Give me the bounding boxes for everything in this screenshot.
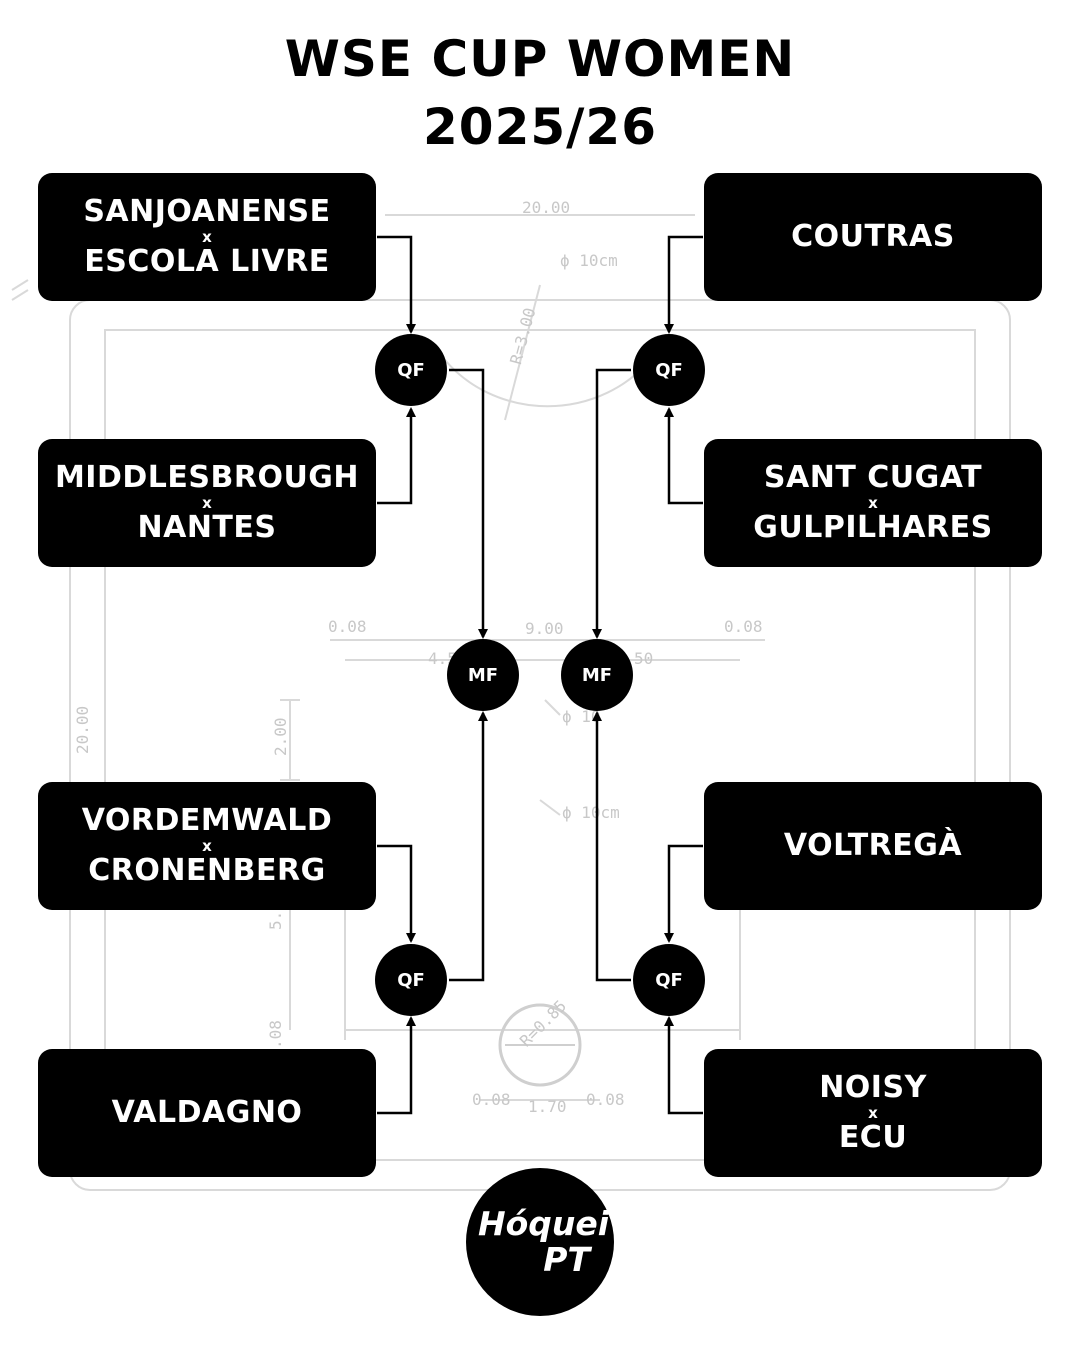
- rink-label: 50: [634, 649, 653, 668]
- semifinal-node-right: MF: [561, 639, 633, 711]
- match-box-sanjoanense-escola-livre: SANJOANENSE x ESCOLA LIVRE: [38, 173, 376, 301]
- rink-label: 0.08: [328, 617, 367, 636]
- team-name: GULPILHARES: [753, 510, 993, 545]
- team-name: MIDDLESBROUGH: [54, 460, 360, 495]
- rink-label: ϕ 10cm: [562, 803, 620, 822]
- match-box-coutras: COUTRAS: [704, 173, 1042, 301]
- versus-mark: x: [202, 228, 212, 246]
- match-box-sant-cugat-gulpilhares: SANT CUGAT x GULPILHARES: [704, 439, 1042, 567]
- quarterfinal-node-bottom-right: QF: [633, 944, 705, 1016]
- rink-label: 9.00: [525, 619, 564, 638]
- team-name: CRONENBERG: [88, 853, 326, 888]
- logo-text: PT: [543, 1240, 590, 1279]
- team-name: VALDAGNO: [111, 1095, 303, 1130]
- versus-mark: x: [202, 837, 212, 855]
- match-box-noisy-ecu: NOISY x ECU: [704, 1049, 1042, 1177]
- versus-mark: x: [868, 494, 878, 512]
- team-name: NANTES: [137, 510, 277, 545]
- team-name: NOISY: [819, 1070, 927, 1105]
- quarterfinal-node-bottom-left: QF: [375, 944, 447, 1016]
- quarterfinal-node-top-left: QF: [375, 334, 447, 406]
- logo-text: Hóquei: [478, 1204, 610, 1243]
- rink-label: ϕ 10: [562, 707, 601, 726]
- rink-label: 20.00: [73, 706, 92, 754]
- match-box-valdagno: VALDAGNO: [38, 1049, 376, 1177]
- match-box-middlesbrough-nantes: MIDDLESBROUGH x NANTES: [38, 439, 376, 567]
- rink-label: ϕ 10cm: [560, 251, 618, 270]
- rink-label: 0.08: [586, 1090, 625, 1109]
- versus-mark: x: [868, 1104, 878, 1122]
- page-subtitle-season: 2025/26: [422, 98, 657, 156]
- rink-label: 0.08: [472, 1090, 511, 1109]
- team-name: SANT CUGAT: [763, 460, 983, 495]
- rink-label: 1.70: [528, 1097, 567, 1116]
- team-name: ECU: [838, 1120, 908, 1155]
- team-name: VORDEMWALD: [81, 803, 333, 838]
- team-name: COUTRAS: [791, 219, 955, 254]
- rink-label: 20.00: [522, 198, 570, 217]
- hoquei-pt-logo: Hóquei PT: [466, 1168, 614, 1316]
- quarterfinal-node-top-right: QF: [633, 334, 705, 406]
- versus-mark: x: [202, 494, 212, 512]
- rink-label: 5.: [266, 911, 285, 930]
- team-name: ESCOLA LIVRE: [84, 244, 330, 279]
- rink-label: 0.08: [724, 617, 763, 636]
- team-name: SANJOANENSE: [83, 194, 331, 229]
- semifinal-node-left: MF: [447, 639, 519, 711]
- rink-label: .08: [266, 1020, 285, 1049]
- rink-label: 2.00: [271, 717, 290, 756]
- team-name: VOLTREGÀ: [783, 828, 963, 863]
- page-title: WSE CUP WOMEN: [284, 30, 796, 88]
- match-box-voltrega: VOLTREGÀ: [704, 782, 1042, 910]
- match-box-vordemwald-cronenberg: VORDEMWALD x CRONENBERG: [38, 782, 376, 910]
